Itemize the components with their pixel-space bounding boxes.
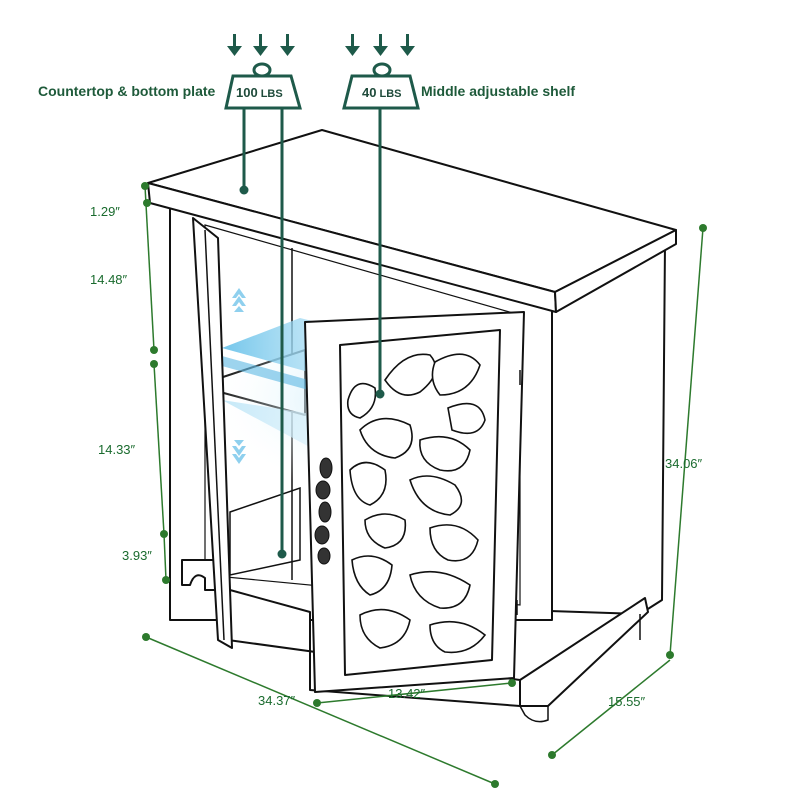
weight-icon	[342, 62, 420, 110]
depth-label: 15.55″	[608, 694, 646, 709]
dimension-lines	[141, 182, 707, 788]
arrow-down-icon	[345, 34, 415, 56]
base-height-label: 3.93″	[122, 548, 152, 563]
door-width-label: 13.42″	[388, 686, 426, 701]
weight-icon	[224, 62, 302, 110]
total-height-label: 34.06″	[665, 456, 703, 471]
left-capacity-label: Countertop & bottom plate	[38, 83, 216, 99]
upper-space-label: 14.48″	[90, 272, 128, 287]
right-capacity-label: Middle adjustable shelf	[421, 83, 575, 99]
shelf-up-arrow-icon	[232, 288, 246, 312]
arrow-down-icon	[227, 34, 295, 56]
left-door	[192, 217, 233, 649]
width-label: 34.37″	[258, 693, 296, 708]
fretwork-pattern	[346, 353, 487, 654]
shelf-down-arrow-icon	[232, 440, 246, 464]
door-handle	[314, 457, 333, 565]
top-thickness-label: 1.29″	[90, 204, 120, 219]
cabinet-illustration	[147, 129, 677, 723]
lower-space-label: 14.33″	[98, 442, 136, 457]
